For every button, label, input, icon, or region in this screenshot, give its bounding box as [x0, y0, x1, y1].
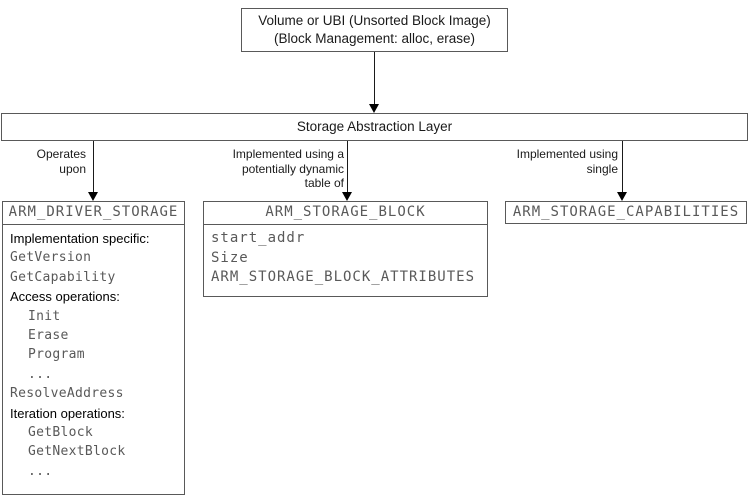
arrow-line-sal-to-block	[347, 141, 348, 193]
arrow-line-sal-to-driver	[93, 141, 94, 193]
edge-label-using-single: Implemented using single	[516, 147, 618, 176]
volume-ubi-subtitle: (Block Management: alloc, erase)	[273, 31, 476, 46]
arrowhead-volume-to-sal	[369, 104, 379, 113]
arm-driver-storage-box: ARM_DRIVER_STORAGE Implementation specif…	[2, 201, 185, 495]
arm-storage-capabilities-title: ARM_STORAGE_CAPABILITIES	[512, 204, 740, 220]
driver-storage-row: Access operations:	[10, 289, 120, 305]
driver-storage-row: GetVersion	[10, 250, 92, 266]
driver-storage-row: GetCapability	[10, 269, 116, 285]
driver-storage-row: Program	[28, 347, 85, 363]
driver-storage-row: Erase	[28, 328, 69, 344]
edge-label-operates-upon: Operates upon	[36, 147, 86, 176]
arm-storage-capabilities-box: ARM_STORAGE_CAPABILITIES	[505, 201, 747, 224]
driver-storage-row: ResolveAddress	[10, 386, 124, 402]
driver-storage-row: GetBlock	[28, 425, 94, 441]
arrowhead-sal-to-capabilities	[617, 192, 627, 201]
driver-storage-row: GetNextBlock	[28, 444, 126, 460]
arrow-line-sal-to-capabilities	[622, 141, 623, 193]
arm-storage-block-title: ARM_STORAGE_BLOCK	[204, 202, 487, 225]
storage-abstraction-layer-box: Storage Abstraction Layer	[1, 113, 748, 141]
driver-storage-row: ...	[28, 463, 53, 479]
storage-block-row: Size	[211, 249, 249, 266]
volume-ubi-box: Volume or UBI (Unsorted Block Image) (Bl…	[241, 8, 508, 52]
driver-storage-row: Init	[28, 308, 61, 324]
arrowhead-sal-to-driver	[88, 192, 98, 201]
storage-block-row: start_addr	[211, 230, 306, 246]
arrow-line-volume-to-sal	[374, 52, 375, 105]
driver-storage-row: Implementation specific:	[10, 231, 150, 246]
volume-ubi-title: Volume or UBI (Unsorted Block Image)	[258, 13, 491, 28]
arm-driver-storage-title: ARM_DRIVER_STORAGE	[3, 202, 184, 225]
driver-storage-row: Iteration operations:	[10, 405, 125, 421]
driver-storage-row: ...	[28, 366, 53, 382]
storage-abstraction-layer-label: Storage Abstraction Layer	[296, 119, 453, 134]
edge-label-dynamic-table: Implemented using a potentially dynamic …	[232, 147, 344, 190]
arrowhead-sal-to-block	[342, 192, 352, 201]
storage-block-row: ARM_STORAGE_BLOCK_ATTRIBUTES	[211, 269, 476, 285]
